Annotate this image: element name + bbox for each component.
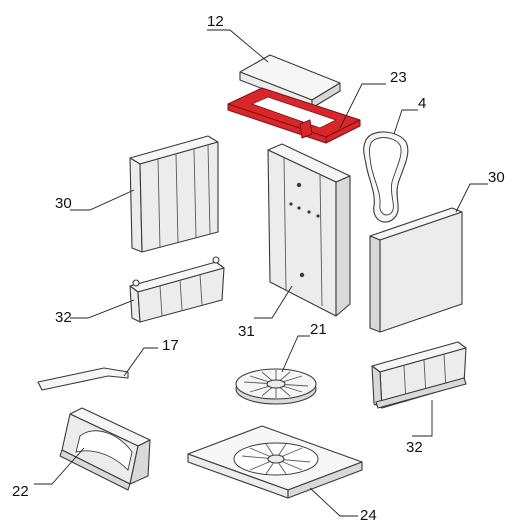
part-17-flat-bar[interactable] xyxy=(37,367,129,391)
callout-24: 24 xyxy=(360,507,377,524)
callout-32-left: 32 xyxy=(55,309,72,326)
callout-17: 17 xyxy=(162,337,179,354)
part-32-left-bracket[interactable] xyxy=(129,256,225,323)
part-23-baffle-frame[interactable] xyxy=(227,87,361,144)
callout-32-right: 32 xyxy=(406,439,423,456)
callout-4: 4 xyxy=(418,95,426,112)
callout-23: 23 xyxy=(390,69,407,86)
callout-30-right: 30 xyxy=(488,169,505,186)
part-30-right-side-brick[interactable] xyxy=(369,207,463,333)
callout-12: 12 xyxy=(207,13,224,30)
callout-31: 31 xyxy=(238,323,255,340)
callout-30-left: 30 xyxy=(55,195,72,212)
part-24-grate-frame[interactable] xyxy=(187,425,363,499)
part-31-rear-brick[interactable] xyxy=(267,143,351,317)
callout-22: 22 xyxy=(12,483,29,500)
part-32-right-bracket[interactable] xyxy=(371,341,467,409)
leader-lines xyxy=(34,29,488,517)
part-22-front-bracket[interactable] xyxy=(59,407,151,491)
part-21-round-grate[interactable] xyxy=(235,368,317,405)
callout-21: 21 xyxy=(310,321,327,338)
part-30-left-side-brick[interactable] xyxy=(129,135,219,253)
part-12-top-slab[interactable] xyxy=(239,54,341,109)
part-4-rope-gasket[interactable] xyxy=(363,131,409,223)
